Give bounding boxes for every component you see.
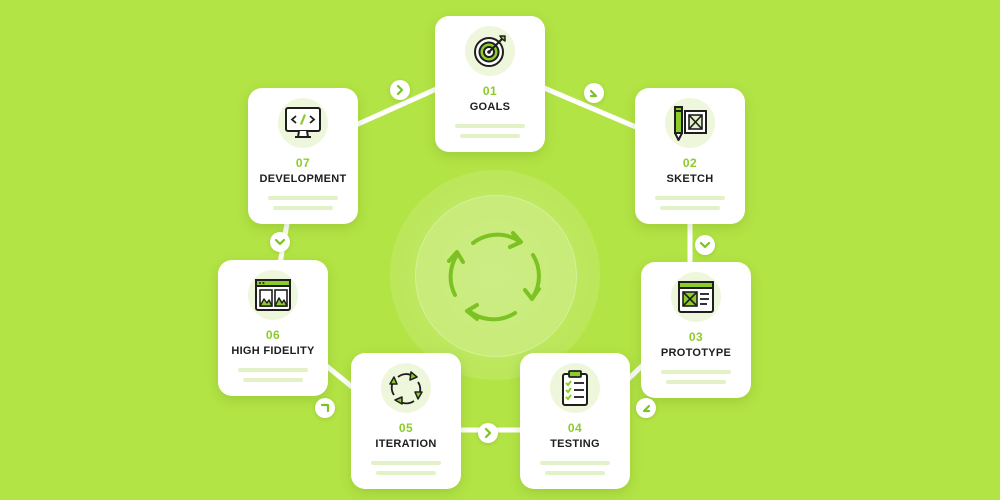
step-label: ITERATION bbox=[375, 438, 437, 450]
step-number: 04 bbox=[567, 421, 583, 435]
step-card-sketch[interactable]: 02 SKETCH bbox=[635, 88, 745, 224]
text-placeholder-line bbox=[238, 368, 308, 372]
step-number: 02 bbox=[682, 156, 698, 170]
text-placeholder-line bbox=[460, 134, 520, 138]
text-placeholder-line bbox=[273, 206, 333, 210]
center-ring-inner bbox=[415, 195, 577, 357]
text-placeholder-line bbox=[268, 196, 338, 200]
arrow-down-right bbox=[584, 83, 604, 103]
arrow-down-left bbox=[636, 398, 656, 418]
step-number: 07 bbox=[295, 156, 311, 170]
text-placeholder-line bbox=[666, 380, 726, 384]
icon-badge bbox=[278, 98, 328, 148]
cycle-arrows-icon bbox=[389, 371, 423, 405]
image-window-icon bbox=[255, 279, 291, 311]
icon-badge bbox=[671, 272, 721, 322]
arrow-down bbox=[695, 235, 715, 255]
text-placeholder-line bbox=[655, 196, 725, 200]
target-icon bbox=[474, 35, 506, 67]
step-card-testing[interactable]: 04 TESTING bbox=[520, 353, 630, 489]
step-label: PROTOTYPE bbox=[660, 347, 732, 359]
icon-badge bbox=[381, 363, 431, 413]
step-number: 05 bbox=[398, 421, 414, 435]
text-placeholder-line bbox=[660, 206, 720, 210]
step-card-iteration[interactable]: 05 ITERATION bbox=[351, 353, 461, 489]
step-label: TESTING bbox=[550, 438, 600, 450]
text-placeholder-line bbox=[376, 471, 436, 475]
chevron-down-left-icon bbox=[642, 404, 651, 413]
icon-badge bbox=[550, 363, 600, 413]
step-label: GOALS bbox=[469, 101, 511, 113]
chevron-down-icon bbox=[699, 241, 711, 249]
step-label: DEVELOPMENT bbox=[259, 173, 347, 185]
wireframe-window-icon bbox=[678, 281, 714, 313]
pencil-sketch-icon bbox=[674, 106, 707, 141]
icon-badge bbox=[665, 98, 715, 148]
step-number: 03 bbox=[688, 330, 704, 344]
arrow-down bbox=[270, 232, 290, 252]
chevron-down-right-icon bbox=[589, 89, 598, 98]
arrow-right bbox=[390, 80, 410, 100]
text-placeholder-line bbox=[661, 370, 731, 374]
arrow-up-right bbox=[315, 398, 335, 418]
text-placeholder-line bbox=[371, 461, 441, 465]
chevron-right-icon bbox=[396, 84, 404, 96]
arrow-right bbox=[478, 423, 498, 443]
chevron-up-right-icon bbox=[320, 403, 330, 413]
center-cycle-icon bbox=[447, 231, 541, 322]
checklist-clipboard-icon bbox=[562, 370, 588, 406]
text-placeholder-line bbox=[243, 378, 303, 382]
step-card-prototype[interactable]: 03 PROTOTYPE bbox=[641, 262, 751, 398]
step-number: 01 bbox=[482, 84, 498, 98]
text-placeholder-line bbox=[455, 124, 525, 128]
step-card-goals[interactable]: 01 GOALS bbox=[435, 16, 545, 152]
text-placeholder-line bbox=[540, 461, 610, 465]
step-card-high-fidelity[interactable]: 06 HIGH FIDELITY bbox=[218, 260, 328, 396]
step-label: SKETCH bbox=[666, 173, 714, 185]
code-monitor-icon bbox=[285, 107, 321, 138]
chevron-down-icon bbox=[274, 238, 286, 246]
icon-badge bbox=[248, 270, 298, 320]
step-card-development[interactable]: 07 DEVELOPMENT bbox=[248, 88, 358, 224]
text-placeholder-line bbox=[545, 471, 605, 475]
icon-badge bbox=[465, 26, 515, 76]
step-label: HIGH FIDELITY bbox=[231, 345, 315, 357]
chevron-right-icon bbox=[484, 427, 492, 439]
step-number: 06 bbox=[265, 328, 281, 342]
